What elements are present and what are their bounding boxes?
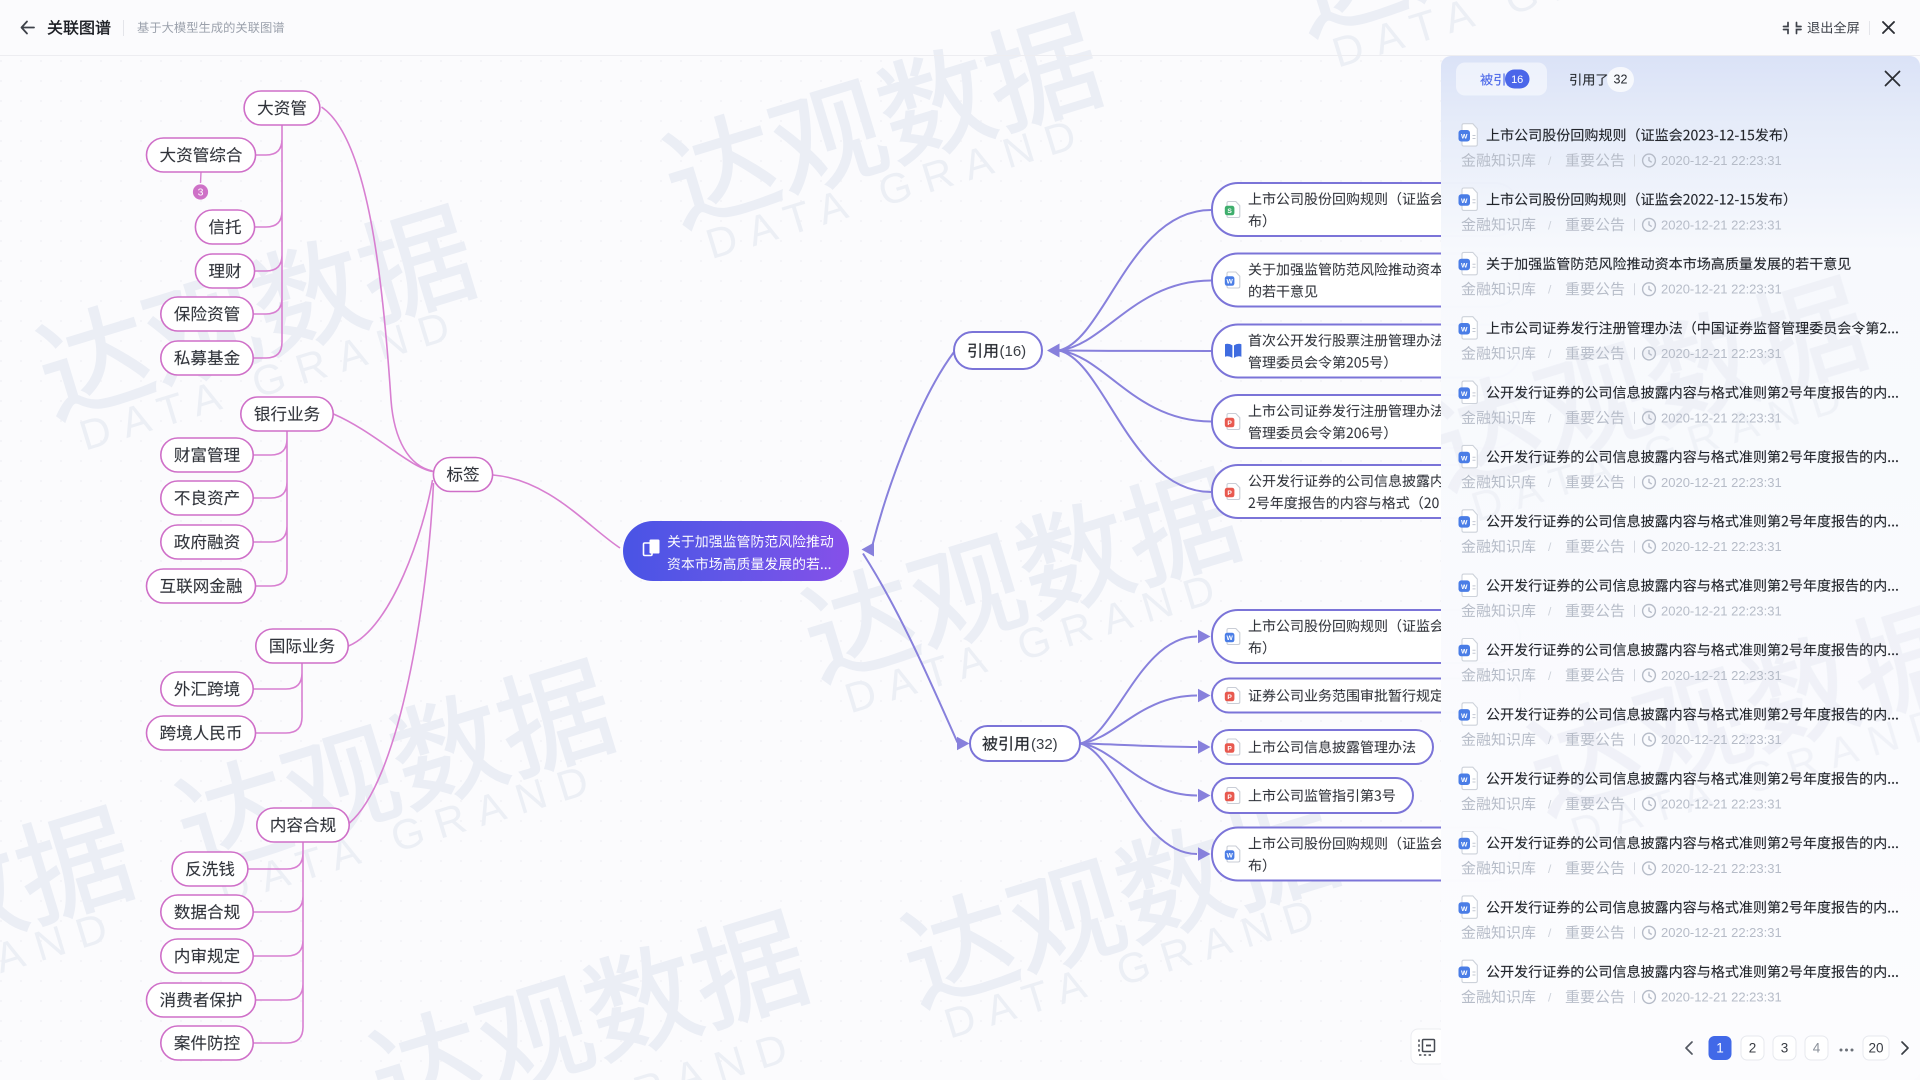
svg-text:/: / bbox=[1548, 862, 1552, 876]
svg-text:2020-12-21 22:23:31: 2020-12-21 22:23:31 bbox=[1661, 410, 1782, 425]
svg-text:1: 1 bbox=[1716, 1041, 1724, 1056]
svg-text:W: W bbox=[1461, 777, 1468, 784]
svg-text:/: / bbox=[1548, 283, 1552, 297]
svg-text:3: 3 bbox=[198, 187, 204, 199]
svg-text:W: W bbox=[1226, 279, 1233, 286]
svg-text:W: W bbox=[1461, 520, 1468, 527]
svg-text:/: / bbox=[1548, 733, 1552, 747]
svg-text:2: 2 bbox=[1749, 1041, 1757, 1056]
svg-text:P: P bbox=[1227, 420, 1232, 427]
svg-text:/: / bbox=[1548, 669, 1552, 683]
svg-text:W: W bbox=[1226, 853, 1233, 860]
svg-text:W: W bbox=[1461, 841, 1468, 848]
svg-text:2020-12-21 22:23:31: 2020-12-21 22:23:31 bbox=[1661, 346, 1782, 361]
svg-text:2020-12-21 22:23:31: 2020-12-21 22:23:31 bbox=[1661, 990, 1782, 1005]
svg-text:(32): (32) bbox=[1031, 736, 1058, 753]
svg-text:W: W bbox=[1461, 134, 1468, 141]
svg-text:20: 20 bbox=[1868, 1041, 1883, 1056]
svg-text:16: 16 bbox=[1511, 74, 1523, 86]
svg-text:2020-12-21 22:23:31: 2020-12-21 22:23:31 bbox=[1661, 603, 1782, 618]
svg-text:P: P bbox=[1227, 794, 1232, 801]
svg-text:W: W bbox=[1461, 262, 1468, 269]
svg-text:/: / bbox=[1548, 991, 1552, 1005]
svg-text:/: / bbox=[1548, 604, 1552, 618]
svg-text:W: W bbox=[1461, 713, 1468, 720]
svg-text:2020-12-21 22:23:31: 2020-12-21 22:23:31 bbox=[1661, 925, 1782, 940]
svg-text:(16): (16) bbox=[1000, 343, 1027, 360]
svg-text:2020-12-21 22:23:31: 2020-12-21 22:23:31 bbox=[1661, 282, 1782, 297]
svg-text:P: P bbox=[1227, 746, 1232, 753]
svg-text:W: W bbox=[1461, 970, 1468, 977]
svg-text:P: P bbox=[1227, 694, 1232, 701]
svg-text:W: W bbox=[1461, 648, 1468, 655]
svg-text:4: 4 bbox=[1813, 1041, 1821, 1056]
svg-text:W: W bbox=[1461, 455, 1468, 462]
svg-text:2020-12-21 22:23:31: 2020-12-21 22:23:31 bbox=[1661, 153, 1782, 168]
svg-text:3: 3 bbox=[1781, 1041, 1789, 1056]
svg-text:2020-12-21 22:23:31: 2020-12-21 22:23:31 bbox=[1661, 217, 1782, 232]
svg-text:2020-12-21 22:23:31: 2020-12-21 22:23:31 bbox=[1661, 539, 1782, 554]
svg-text:/: / bbox=[1548, 411, 1552, 425]
svg-text:/: / bbox=[1548, 926, 1552, 940]
svg-text:P: P bbox=[1227, 490, 1232, 497]
svg-text:W: W bbox=[1461, 391, 1468, 398]
svg-text:2020-12-21 22:23:31: 2020-12-21 22:23:31 bbox=[1661, 797, 1782, 812]
svg-text:W: W bbox=[1461, 906, 1468, 913]
svg-text:W: W bbox=[1226, 635, 1233, 642]
svg-text:S: S bbox=[1227, 208, 1232, 215]
svg-text:/: / bbox=[1548, 540, 1552, 554]
svg-text:W: W bbox=[1461, 198, 1468, 205]
svg-text:2020-12-21 22:23:31: 2020-12-21 22:23:31 bbox=[1661, 861, 1782, 876]
svg-text:/: / bbox=[1548, 798, 1552, 812]
svg-text:2020-12-21 22:23:31: 2020-12-21 22:23:31 bbox=[1661, 732, 1782, 747]
svg-text:2020-12-21 22:23:31: 2020-12-21 22:23:31 bbox=[1661, 475, 1782, 490]
svg-text:W: W bbox=[1461, 584, 1468, 591]
svg-text:/: / bbox=[1548, 476, 1552, 490]
svg-text:/: / bbox=[1548, 154, 1552, 168]
svg-text:/: / bbox=[1548, 347, 1552, 361]
svg-text:2020-12-21 22:23:31: 2020-12-21 22:23:31 bbox=[1661, 668, 1782, 683]
svg-text:W: W bbox=[1461, 327, 1468, 334]
svg-text:32: 32 bbox=[1614, 73, 1628, 87]
svg-text:/: / bbox=[1548, 218, 1552, 232]
